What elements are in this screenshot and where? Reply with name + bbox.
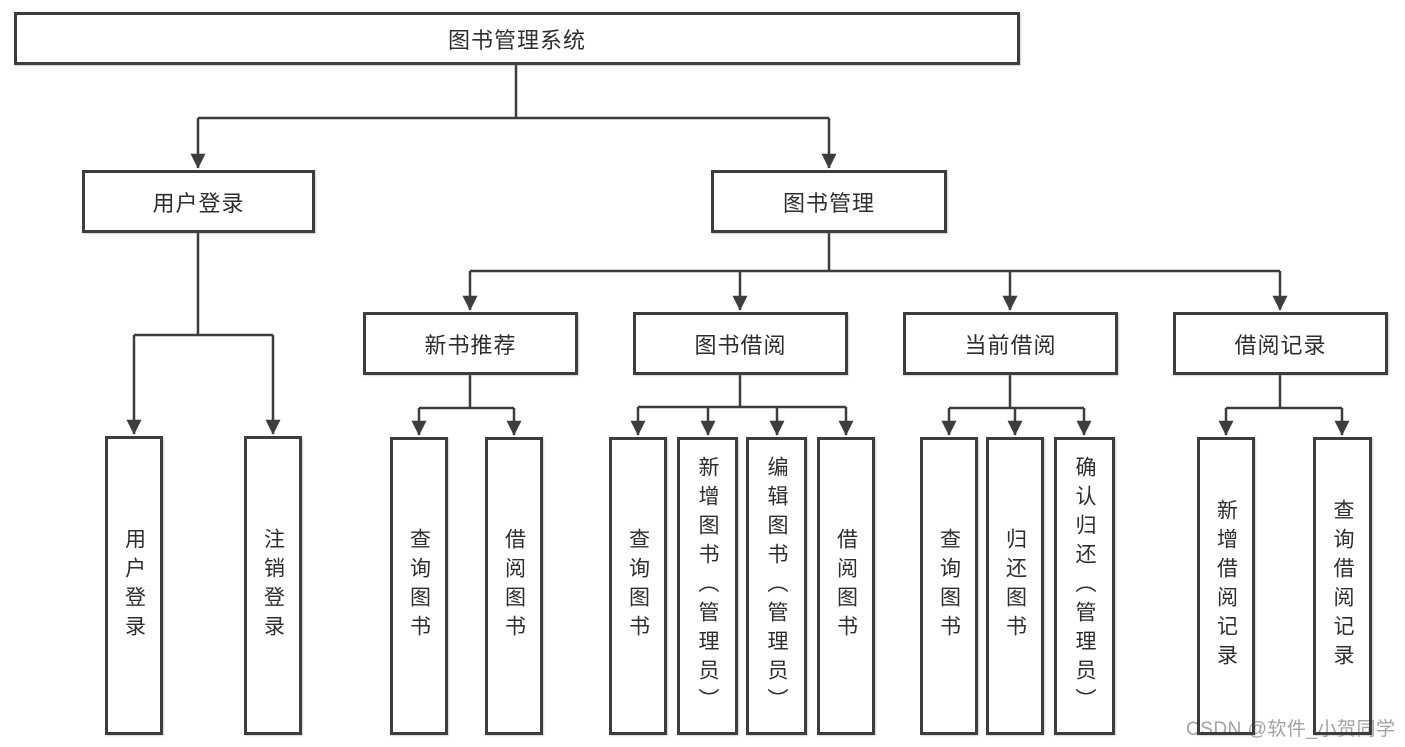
- csdn-watermark: CSDN @软件_小贺同学: [1186, 719, 1396, 740]
- leaf-bw-add-book-admin: 新增图书（管理员）: [677, 437, 738, 735]
- leaf-bw-edit-book-admin-label: 编辑图书（管理员）: [765, 455, 788, 717]
- bus-book-borrow: [638, 375, 846, 409]
- leaf-cu-query-book: 查询图书: [920, 437, 978, 735]
- leaf-user-login-label: 用户登录: [122, 527, 146, 644]
- leaf-bw-add-book-admin-label: 新增图书（管理员）: [696, 455, 719, 717]
- node-root-label: 图书管理系统: [447, 27, 586, 53]
- leaf-bw-query-book: 查询图书: [609, 437, 667, 735]
- leaf-cu-return-book-label: 归还图书: [1003, 528, 1027, 644]
- leaf-cu-confirm-return-admin: 确认归还（管理员）: [1054, 437, 1115, 735]
- bus-current-borrow: [949, 375, 1084, 410]
- node-current-borrow: 当前借阅: [903, 312, 1118, 375]
- node-user-login: 用户登录: [82, 170, 315, 233]
- node-current-borrow-label: 当前借阅: [964, 332, 1057, 358]
- node-book-borrow: 图书借阅: [633, 312, 848, 375]
- leaf-bw-edit-book-admin: 编辑图书（管理员）: [746, 437, 807, 735]
- leaf-logout: 注销登录: [244, 436, 302, 735]
- leaf-cu-query-book-label: 查询图书: [937, 528, 961, 644]
- leaf-bw-query-book-label: 查询图书: [626, 528, 650, 644]
- leaf-logout-label: 注销登录: [261, 527, 285, 644]
- bus-root: [198, 64, 829, 120]
- leaf-bw-borrow-book-label: 借阅图书: [834, 528, 858, 644]
- leaf-bw-borrow-book: 借阅图书: [817, 437, 875, 735]
- leaf-nb-borrow-book: 借阅图书: [485, 437, 543, 735]
- leaf-user-login: 用户登录: [105, 436, 163, 735]
- leaf-nb-query-book: 查询图书: [390, 437, 448, 735]
- node-book-management-label: 图书管理: [782, 190, 875, 216]
- bus-new-book: [419, 375, 514, 410]
- node-borrow-records: 借阅记录: [1173, 312, 1388, 375]
- node-borrow-records-label: 借阅记录: [1234, 332, 1327, 358]
- bus-user-login: [134, 233, 273, 337]
- leaf-rc-add-record-label: 新增借阅记录: [1214, 499, 1238, 673]
- bus-borrow-records: [1226, 375, 1342, 410]
- node-root: 图书管理系统: [14, 12, 1020, 65]
- leaf-rc-add-record: 新增借阅记录: [1197, 437, 1255, 735]
- leaf-nb-borrow-book-label: 借阅图书: [502, 528, 526, 644]
- node-book-management: 图书管理: [711, 170, 947, 233]
- leaf-cu-return-book: 归还图书: [986, 437, 1044, 735]
- bus-book-management: [470, 233, 1280, 273]
- leaf-nb-query-book-label: 查询图书: [407, 528, 431, 644]
- leaf-cu-confirm-return-admin-label: 确认归还（管理员）: [1073, 455, 1096, 717]
- leaf-rc-query-record: 查询借阅记录: [1313, 437, 1372, 735]
- node-new-book-recommend-label: 新书推荐: [424, 332, 517, 358]
- node-new-book-recommend: 新书推荐: [363, 312, 578, 375]
- node-user-login-label: 用户登录: [152, 190, 245, 216]
- node-book-borrow-label: 图书借阅: [694, 332, 787, 358]
- leaf-rc-query-record-label: 查询借阅记录: [1331, 499, 1354, 673]
